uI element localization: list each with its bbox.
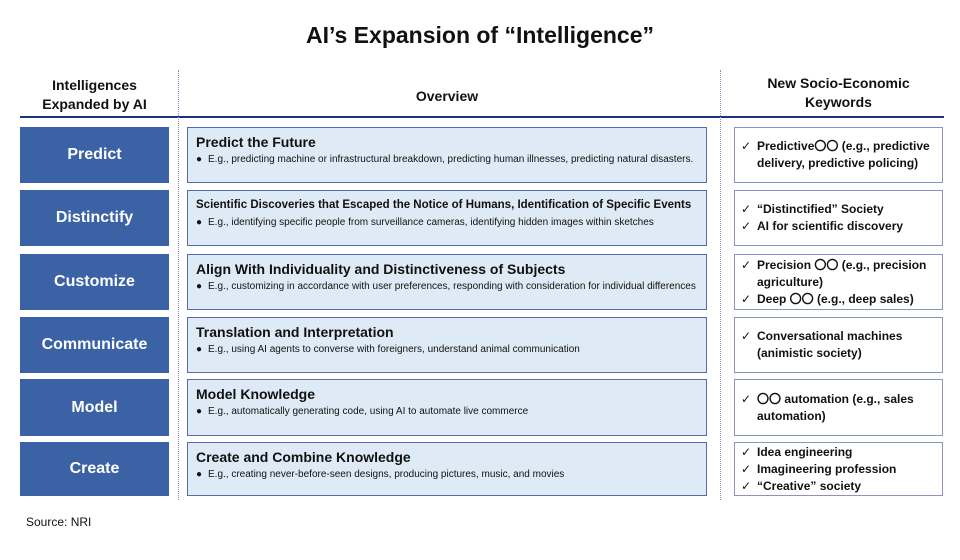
keyword-text: Precision 〇〇 (e.g., precision agricultur… <box>757 257 927 289</box>
intelligence-label-distinctify: Distinctify <box>20 190 169 246</box>
keywords-box: ✓ Idea engineering ✓ Imagineering professio… <box>734 442 943 496</box>
header-overview: Overview <box>415 88 479 104</box>
overview-box: Align With Individuality and Distinctive… <box>187 254 707 310</box>
keyword-item: ✓ Deep 〇〇 (e.g., deep sales) <box>741 291 936 308</box>
bullet-icon: ● <box>196 217 203 228</box>
overview-bullet-text: E.g., automatically generating code, usi… <box>208 406 529 417</box>
overview-bullet-text: E.g., customizing in accordance with use… <box>208 281 696 292</box>
keywords-box: ✓ Predictive〇〇 (e.g., predictive delivery… <box>734 127 943 183</box>
overview-bullet-text: E.g., using AI agents to converse with f… <box>208 344 580 355</box>
keywords-box: ✓ Precision 〇〇 (e.g., precision agricultu… <box>734 254 943 310</box>
intelligence-label-customize: Customize <box>20 254 169 310</box>
checkmark-icon: ✓ <box>741 391 752 406</box>
keyword-item: ✓ Predictive〇〇 (e.g., predictive delivery… <box>741 138 936 172</box>
header-line: Expanded by AI <box>42 96 147 112</box>
column-divider <box>720 70 721 500</box>
overview-heading: Create and Combine Knowledge <box>196 449 411 465</box>
intelligence-label-create: Create <box>20 442 169 496</box>
checkmark-icon: ✓ <box>741 219 752 233</box>
keyword-item: ✓ Imagineering profession <box>741 461 936 478</box>
header-keywords: New Socio-Economic Keywords <box>734 74 943 112</box>
bullet-icon: ● <box>196 281 203 292</box>
keyword-item: ✓ Precision 〇〇 (e.g., precision agricultu… <box>741 257 936 291</box>
column-divider <box>178 70 179 500</box>
keywords-box: ✓ Conversational machines (animistic soci… <box>734 317 943 373</box>
keyword-text: 〇〇 automation (e.g., sales automation) <box>757 391 914 423</box>
keywords-box: ✓ 〇〇 automation (e.g., sales automation) <box>734 379 943 436</box>
bullet-icon: ● <box>196 406 203 417</box>
header-intelligences: Intelligences Expanded by AI <box>20 76 169 114</box>
overview-box: Predict the Future ● E.g., predicting mac… <box>187 127 707 183</box>
intelligence-label-predict: Predict <box>20 127 169 183</box>
overview-heading: Predict the Future <box>196 134 316 150</box>
intelligence-label-text: Create <box>69 460 120 477</box>
source-note: Source: NRI <box>26 515 92 529</box>
checkmark-icon: ✓ <box>741 461 752 476</box>
overview-heading: Scientific Discoveries that Escaped the … <box>196 199 692 211</box>
keywords-box: ✓ “Distinctified” Society ✓ AI for scientif… <box>734 190 943 246</box>
bullet-icon: ● <box>196 469 203 480</box>
keyword-item: ✓ Idea engineering <box>741 444 936 461</box>
checkmark-icon: ✓ <box>741 139 752 153</box>
overview-box: Translation and Interpretation ● E.g., us… <box>187 317 707 373</box>
checkmark-icon: ✓ <box>741 202 752 216</box>
overview-heading: Translation and Interpretation <box>196 324 394 340</box>
intelligence-label-text: Model <box>71 398 118 416</box>
keyword-text: “Creative” society <box>757 478 862 493</box>
keyword-text: Conversational machines (animistic socie… <box>757 329 903 360</box>
intelligence-label-text: Distinctify <box>55 209 134 226</box>
checkmark-icon: ✓ <box>741 257 752 272</box>
overview-bullet-text: E.g., identifying specific people from s… <box>208 217 654 228</box>
header-line: Keywords <box>805 94 872 110</box>
overview-box: Scientific Discoveries that Escaped the … <box>187 190 707 246</box>
intelligence-label-text: Communicate <box>41 336 148 353</box>
intelligence-label-communicate: Communicate <box>20 317 169 373</box>
bullet-icon: ● <box>196 344 203 355</box>
bullet-icon: ● <box>196 154 203 165</box>
overview-bullet-text: E.g., predicting machine or infrastructu… <box>208 154 694 165</box>
overview-bullet: ● E.g., customizing in accordance with us… <box>196 280 698 293</box>
intelligence-label-model: Model <box>20 379 169 436</box>
overview-heading: Model Knowledge <box>196 386 315 402</box>
header-line: New Socio-Economic <box>767 75 910 91</box>
overview-bullet: ● E.g., automatically generating code, us… <box>196 405 698 418</box>
keyword-text: Imagineering profession <box>757 461 897 476</box>
checkmark-icon: ✓ <box>741 478 752 493</box>
keyword-item: ✓ “Creative” society <box>741 478 936 495</box>
overview-box: Model Knowledge ● E.g., automatically gen… <box>187 379 707 436</box>
overview-bullet: ● E.g., identifying specific people from … <box>196 216 698 229</box>
checkmark-icon: ✓ <box>741 291 752 306</box>
page-title: AI’s Expansion of “Intelligence” <box>305 22 655 48</box>
checkmark-icon: ✓ <box>741 329 752 343</box>
header-line: Intelligences <box>52 77 137 93</box>
overview-heading: Align With Individuality and Distinctive… <box>196 261 566 277</box>
keyword-item: ✓ Conversational machines (animistic soci… <box>741 328 936 362</box>
intelligence-label-text: Customize <box>54 273 135 290</box>
header-divider <box>20 116 944 118</box>
overview-box: Create and Combine Knowledge ● E.g., crea… <box>187 442 707 496</box>
keyword-text: Idea engineering <box>757 444 853 459</box>
keyword-text: “Distinctified” Society <box>757 202 884 216</box>
keyword-item: ✓ 〇〇 automation (e.g., sales automation) <box>741 391 936 425</box>
keyword-item: ✓ “Distinctified” Society <box>741 201 936 218</box>
keyword-item: ✓ AI for scientific discovery <box>741 218 936 235</box>
keyword-text: AI for scientific discovery <box>757 219 904 233</box>
overview-bullet: ● E.g., predicting machine or infrastruct… <box>196 153 698 166</box>
intelligence-label-text: Predict <box>67 146 122 163</box>
keyword-text: Predictive〇〇 (e.g., predictive delivery,… <box>757 139 930 170</box>
overview-bullet: ● E.g., using AI agents to converse with … <box>196 343 698 356</box>
overview-bullet: ● E.g., creating never-before-seen design… <box>196 468 698 481</box>
checkmark-icon: ✓ <box>741 444 752 459</box>
keyword-text: Deep 〇〇 (e.g., deep sales) <box>757 291 914 306</box>
overview-bullet-text: E.g., creating never-before-seen designs… <box>208 469 565 480</box>
